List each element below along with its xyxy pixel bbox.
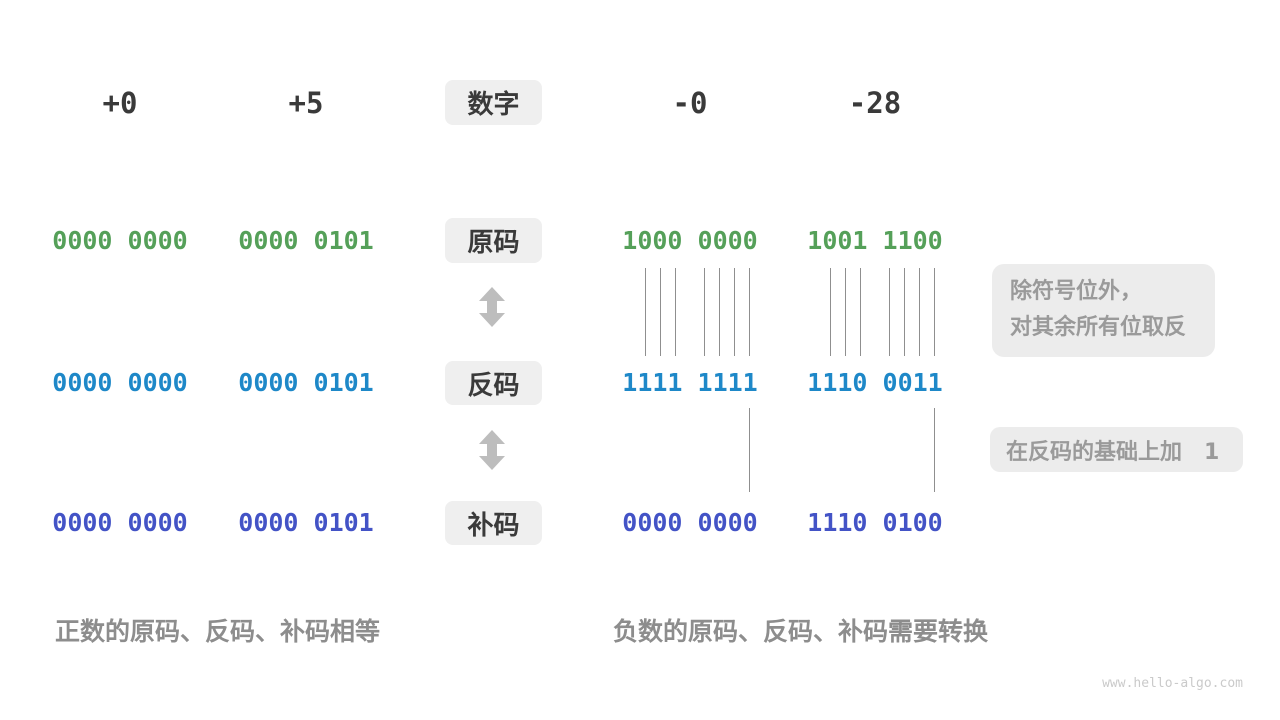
bit-flip-line bbox=[645, 268, 646, 356]
sign-magnitude-minus-28: 1001 1100 bbox=[807, 226, 943, 255]
watermark-url: www.hello-algo.com bbox=[1102, 676, 1243, 691]
updown-arrow-icon bbox=[479, 430, 505, 470]
twos-complement-plus-zero: 0000 0000 bbox=[52, 508, 188, 537]
add-one-line bbox=[934, 408, 935, 492]
ones-complement-plus-zero: 0000 0000 bbox=[52, 368, 188, 397]
updown-arrow-icon bbox=[479, 287, 505, 327]
note-flip-bits: 除符号位外， 对其余所有位取反 bbox=[992, 264, 1215, 357]
label-ones-complement-box: 反码 bbox=[445, 361, 542, 405]
note-flip-bits-line2: 对其余所有位取反 bbox=[1010, 315, 1187, 340]
bit-flip-line bbox=[734, 268, 735, 356]
bit-flip-line bbox=[904, 268, 905, 356]
decimal-plus-five: +5 bbox=[288, 86, 324, 120]
bit-flip-line bbox=[719, 268, 720, 356]
add-one-line bbox=[749, 408, 750, 492]
bit-flip-line bbox=[934, 268, 935, 356]
bit-flip-line bbox=[830, 268, 831, 356]
bit-flip-line bbox=[675, 268, 676, 356]
note-flip-bits-line1: 除符号位外， bbox=[1010, 279, 1143, 304]
label-twos-complement-box: 补码 bbox=[445, 501, 542, 545]
caption-positive-numbers: 正数的原码、反码、补码相等 bbox=[55, 617, 381, 646]
twos-complement-minus-28: 1110 0100 bbox=[807, 508, 943, 537]
label-sign-magnitude-box: 原码 bbox=[445, 218, 542, 263]
decimal-minus-28: -28 bbox=[848, 86, 902, 120]
bit-flip-line bbox=[660, 268, 661, 356]
decimal-minus-zero: -0 bbox=[672, 86, 708, 120]
note-add-one-text: 在反码的基础上加 1 bbox=[1006, 439, 1220, 465]
note-add-one: 在反码的基础上加 1 bbox=[990, 427, 1243, 472]
caption-negative-numbers: 负数的原码、反码、补码需要转换 bbox=[613, 617, 989, 646]
bit-flip-line bbox=[704, 268, 705, 356]
bit-flip-line bbox=[860, 268, 861, 356]
decimal-plus-zero: +0 bbox=[102, 86, 138, 120]
twos-complement-plus-five: 0000 0101 bbox=[238, 508, 374, 537]
ones-complement-plus-five: 0000 0101 bbox=[238, 368, 374, 397]
ones-complement-minus-zero: 1111 1111 bbox=[622, 368, 758, 397]
bit-flip-line bbox=[889, 268, 890, 356]
twos-complement-minus-zero: 0000 0000 bbox=[622, 508, 758, 537]
sign-magnitude-plus-zero: 0000 0000 bbox=[52, 226, 188, 255]
bit-flip-line bbox=[845, 268, 846, 356]
bit-flip-line bbox=[749, 268, 750, 356]
sign-magnitude-minus-zero: 1000 0000 bbox=[622, 226, 758, 255]
bit-flip-line bbox=[919, 268, 920, 356]
ones-complement-minus-28: 1110 0011 bbox=[807, 368, 943, 397]
label-number-box: 数字 bbox=[445, 80, 542, 125]
sign-magnitude-plus-five: 0000 0101 bbox=[238, 226, 374, 255]
